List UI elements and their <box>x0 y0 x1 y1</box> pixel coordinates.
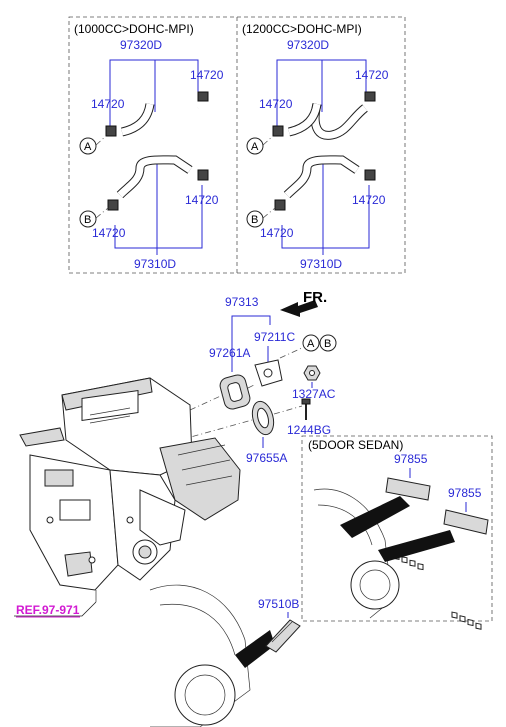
label-97510b[interactable]: 97510B <box>258 597 299 611</box>
label-14720-left-lowerleft[interactable]: 14720 <box>92 226 126 240</box>
label-14720-left-right[interactable]: 14720 <box>190 68 224 82</box>
label-14720-right-right[interactable]: 14720 <box>355 68 389 82</box>
svg-text:B: B <box>251 214 258 226</box>
svg-text:A: A <box>84 141 92 153</box>
right-panel: (1200CC>DOHC-MPI) 97320D 14720 14720 147… <box>242 22 389 271</box>
left-panel-title: (1000CC>DOHC-MPI) <box>74 22 194 36</box>
svg-text:B: B <box>324 338 331 350</box>
vent-grille-section: 97510B <box>149 584 301 727</box>
label-14720-left-left[interactable]: 14720 <box>91 97 125 111</box>
front-direction-label: FR. <box>303 289 327 306</box>
circle-a-main <box>302 334 320 352</box>
clamp-icon <box>197 169 209 181</box>
svg-text:A: A <box>307 338 315 350</box>
label-97310d-right[interactable]: 97310D <box>300 257 342 271</box>
label-97655a[interactable]: 97655A <box>246 451 287 465</box>
svg-text:A: A <box>251 141 259 153</box>
svg-text:B: B <box>84 214 91 226</box>
bolt-icon <box>301 398 311 405</box>
label-97313[interactable]: 97313 <box>225 295 259 309</box>
sedan-panel-title: (5DOOR SEDAN) <box>308 438 403 452</box>
grille-97855-upper <box>385 477 431 501</box>
main-assembly: FR. 97313 97211C 97261A A B 1327AC 1244B… <box>14 289 337 618</box>
ref-97-971-link[interactable]: REF.97-971 <box>16 603 80 617</box>
left-panel: (1000CC>DOHC-MPI) 97320D 14720 14720 147… <box>74 22 224 271</box>
clamp-icon <box>272 125 284 137</box>
callout-arrow-icon <box>340 496 410 538</box>
vent-grille-97510b <box>265 619 301 653</box>
label-97310d-left[interactable]: 97310D <box>134 257 176 271</box>
clamp-icon <box>197 91 209 102</box>
circle-a-right <box>246 137 264 155</box>
clamp-icon <box>105 125 117 137</box>
label-97211c[interactable]: 97211C <box>254 330 295 344</box>
label-1244bg[interactable]: 1244BG <box>287 423 331 437</box>
label-97855-upper[interactable]: 97855 <box>394 452 428 466</box>
clamp-icon <box>107 199 119 211</box>
label-97261a[interactable]: 97261A <box>209 346 250 360</box>
heater-unit <box>19 377 241 602</box>
label-97320d-left[interactable]: 97320D <box>120 38 162 52</box>
callout-arrow-icon <box>378 530 455 562</box>
label-97855-lower[interactable]: 97855 <box>448 486 482 500</box>
label-1327ac[interactable]: 1327AC <box>292 387 336 401</box>
front-arrow-icon <box>280 300 318 317</box>
label-97320d-right[interactable]: 97320D <box>287 38 329 52</box>
circle-b-main <box>319 334 337 352</box>
clamp-icon <box>274 199 286 211</box>
callout-arrow-icon <box>235 630 275 668</box>
label-14720-right-lowerleft[interactable]: 14720 <box>260 226 294 240</box>
right-panel-title: (1200CC>DOHC-MPI) <box>242 22 362 36</box>
circle-b-right <box>246 210 264 228</box>
grille-97855-lower <box>443 509 489 535</box>
clamp-icon <box>364 169 376 181</box>
label-14720-right-left[interactable]: 14720 <box>259 97 293 111</box>
sedan-panel: (5DOOR SEDAN) 97855 97855 <box>301 435 493 630</box>
circle-b-left <box>79 210 97 228</box>
circle-a-left <box>79 137 97 155</box>
clamp-icon <box>364 91 376 102</box>
